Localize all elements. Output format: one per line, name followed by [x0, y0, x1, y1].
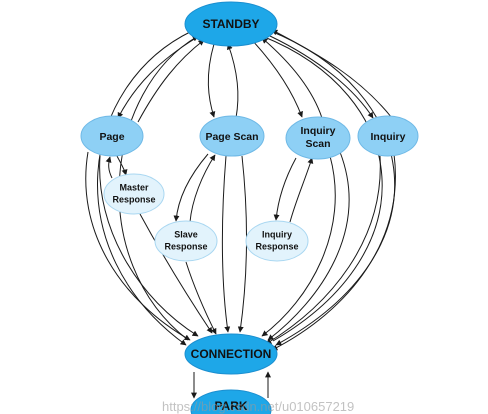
edge-inquiry-connection-b: [271, 153, 396, 351]
edge-slaveresponse-pagescan: [189, 154, 216, 223]
edge-connection-standby-right-inner: [261, 35, 383, 342]
edge-inquiryscan-connection-a: [261, 155, 336, 337]
edge-page-masterresponse: [116, 155, 128, 176]
edge-inquiryscan-connection-b: [267, 151, 350, 341]
edge-inquiryscan-inquiryresponse: [273, 157, 297, 221]
node-page-scan: Page Scan: [199, 115, 265, 157]
edge-pagescan-connection-a: [221, 155, 231, 333]
edge-inquiryresponse-inquiryscan: [289, 157, 314, 223]
edge-slaveresponse-connection: [185, 261, 217, 335]
node-slave-response: Slave Response: [154, 220, 218, 262]
edge-inquiryscan-standby: [261, 37, 323, 119]
node-park-label: PARK: [214, 399, 247, 413]
watermark-text: https://blog.csdn.net/u010657219: [162, 399, 354, 414]
node-slave-response-label-line2: Response: [164, 241, 207, 251]
edge-inquiry-standby: [271, 29, 393, 119]
edge-standby-inquiry: [269, 35, 374, 119]
edge-standby-connection-right-outer: [267, 29, 396, 346]
node-connection: CONNECTION: [184, 333, 278, 375]
node-master-response-label-line1: Master: [119, 182, 149, 192]
edge-inquiry-connection-a: [265, 155, 381, 345]
edge-standby-pagescan: [207, 43, 216, 118]
node-page-scan-label: Page Scan: [205, 131, 258, 143]
node-standby-label: STANDBY: [202, 17, 259, 31]
node-inquiry: Inquiry: [357, 115, 419, 157]
edge-standby-page: [117, 37, 197, 119]
edge-masterresponse-connection: [139, 213, 213, 334]
node-standby: STANDBY: [184, 1, 278, 47]
edge-page-connection-a: [85, 151, 191, 341]
node-inquiry-label: Inquiry: [370, 131, 405, 143]
edge-page-standby: [137, 39, 205, 123]
node-connection-label: CONNECTION: [191, 347, 272, 361]
node-slave-response-label-line1: Slave: [174, 229, 198, 239]
edge-standby-inquiryscan: [251, 39, 303, 118]
edges: [85, 29, 396, 399]
node-inquiry-scan-label-line2: Scan: [305, 138, 330, 150]
node-park: PARK: [190, 389, 272, 414]
edge-pagescan-slaveresponse: [173, 153, 209, 222]
edge-pagescan-connection-b: [237, 155, 247, 333]
node-page-label: Page: [99, 131, 124, 143]
edge-page-connection-b: [99, 155, 199, 337]
node-inquiry-response: Inquiry Response: [245, 220, 309, 262]
node-page: Page: [80, 115, 144, 157]
node-inquiry-scan-label-line1: Inquiry: [300, 125, 335, 137]
edge-pagescan-standby: [226, 43, 239, 119]
node-inquiry-scan: Inquiry Scan: [285, 116, 351, 160]
node-inquiry-response-label-line1: Inquiry: [262, 229, 292, 239]
edge-masterresponse-page: [105, 156, 113, 179]
node-inquiry-response-label-line2: Response: [255, 241, 298, 251]
node-master-response: Master Response: [103, 173, 165, 215]
node-master-response-label-line2: Response: [112, 194, 155, 204]
